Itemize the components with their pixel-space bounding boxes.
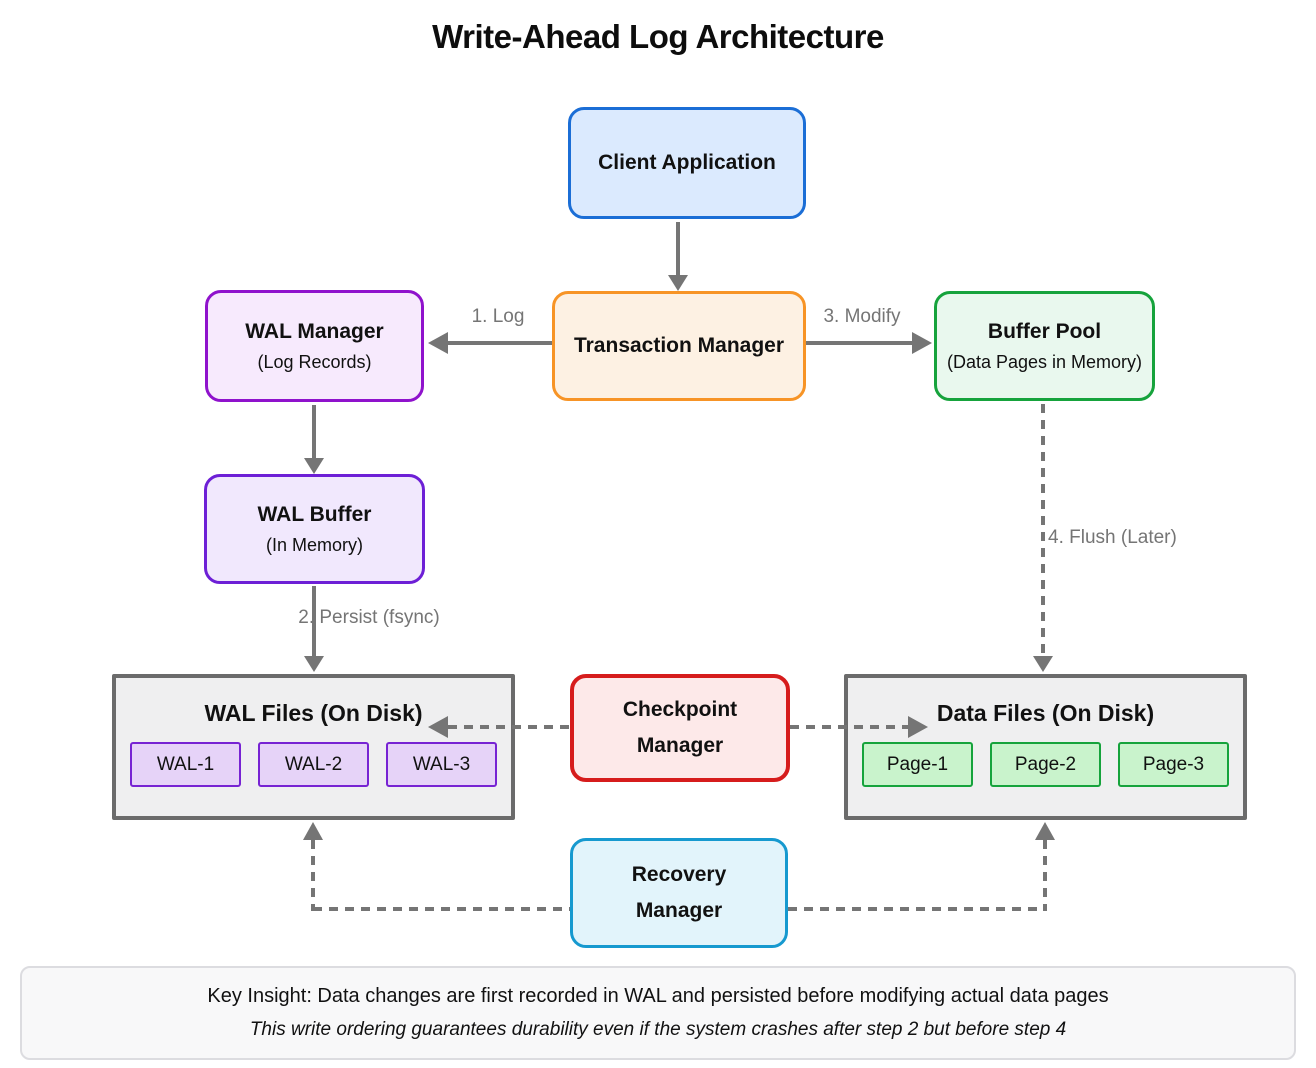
edge-modify-label: 3. Modify — [823, 306, 901, 327]
edge-log-line — [448, 341, 552, 345]
edge-recovery-to-walfiles-arrowhead-icon — [303, 822, 323, 840]
edge-flush-label: 4. Flush (Later) — [1048, 527, 1177, 548]
wal-buffer-label: WAL Buffer — [257, 502, 372, 526]
node-recovery-manager: Recovery Manager — [570, 838, 788, 948]
edge-recovery-to-datafiles-vline — [1043, 840, 1047, 911]
edge-modify-arrowhead-icon — [912, 332, 932, 354]
diagram-title: Write-Ahead Log Architecture — [432, 18, 884, 55]
key-insight-note: Key Insight: Data changes are first reco… — [20, 966, 1296, 1060]
edge-persist-line — [312, 586, 316, 656]
key-insight-line2: This write ordering guarantees durabilit… — [249, 1019, 1067, 1040]
key-insight-line1: Key Insight: Data changes are first reco… — [207, 985, 1109, 1007]
edge-recovery-to-datafiles-hline — [788, 907, 1045, 911]
container-wal-files: WAL Files (On Disk) WAL-1 WAL-2 WAL-3 — [112, 674, 515, 820]
edge-checkpoint-to-datafiles-line — [790, 725, 908, 729]
node-transaction-manager: Transaction Manager — [552, 291, 806, 401]
buffer-pool-sublabel: (Data Pages in Memory) — [946, 351, 1143, 372]
edge-checkpoint-to-datafiles-arrowhead-icon — [908, 716, 928, 738]
data-files-title: Data Files (On Disk) — [936, 700, 1155, 726]
wal-buffer-sublabel: (In Memory) — [265, 534, 363, 555]
data-page-3: Page-3 — [1118, 742, 1229, 787]
wal-files-item-row: WAL-1 WAL-2 WAL-3 — [116, 742, 511, 787]
node-buffer-pool: Buffer Pool (Data Pages in Memory) — [934, 291, 1155, 401]
node-client-application: Client Application — [568, 107, 806, 219]
edge-persist-label: 2. Persist (fsync) — [298, 607, 440, 628]
edge-recovery-to-walfiles-hline — [313, 907, 570, 911]
buffer-pool-label: Buffer Pool — [987, 319, 1102, 343]
node-checkpoint-manager: Checkpoint Manager — [570, 674, 790, 782]
checkpoint-manager-label: Checkpoint Manager — [622, 698, 738, 757]
wal-manager-label: WAL Manager — [245, 319, 384, 343]
edge-recovery-to-datafiles-arrowhead-icon — [1035, 822, 1055, 840]
data-page-2: Page-2 — [990, 742, 1101, 787]
edge-client-to-txmgr-arrowhead-icon — [668, 275, 688, 291]
client-application-label: Client Application — [598, 151, 776, 175]
data-files-item-row: Page-1 Page-2 Page-3 — [848, 742, 1243, 787]
edge-walmgr-to-walbuf-arrowhead-icon — [304, 458, 324, 474]
data-page-1: Page-1 — [862, 742, 973, 787]
transaction-manager-label: Transaction Manager — [573, 334, 785, 358]
edge-persist-arrowhead-icon — [304, 656, 324, 672]
edge-recovery-to-walfiles-vline — [311, 840, 315, 911]
edge-checkpoint-to-walfiles-line — [448, 725, 570, 729]
wal-files-title: WAL Files (On Disk) — [204, 700, 423, 726]
wal-file-3: WAL-3 — [386, 742, 497, 787]
wal-file-2: WAL-2 — [258, 742, 369, 787]
wal-manager-sublabel: (Log Records) — [257, 351, 372, 372]
node-wal-buffer: WAL Buffer (In Memory) — [204, 474, 425, 584]
edge-walmgr-to-walbuf-line — [312, 405, 316, 459]
edge-log-arrowhead-icon — [428, 332, 448, 354]
node-wal-manager: WAL Manager (Log Records) — [205, 290, 424, 402]
container-data-files: Data Files (On Disk) Page-1 Page-2 Page-… — [844, 674, 1247, 820]
edge-modify-line — [806, 341, 912, 345]
edge-log-label: 1. Log — [471, 306, 525, 327]
edge-flush-line — [1041, 404, 1045, 656]
recovery-manager-label: Recovery Manager — [631, 863, 727, 922]
edge-client-to-txmgr-line — [676, 222, 680, 276]
wal-file-1: WAL-1 — [130, 742, 241, 787]
edge-flush-arrowhead-icon — [1033, 656, 1053, 672]
edge-checkpoint-to-walfiles-arrowhead-icon — [428, 716, 448, 738]
